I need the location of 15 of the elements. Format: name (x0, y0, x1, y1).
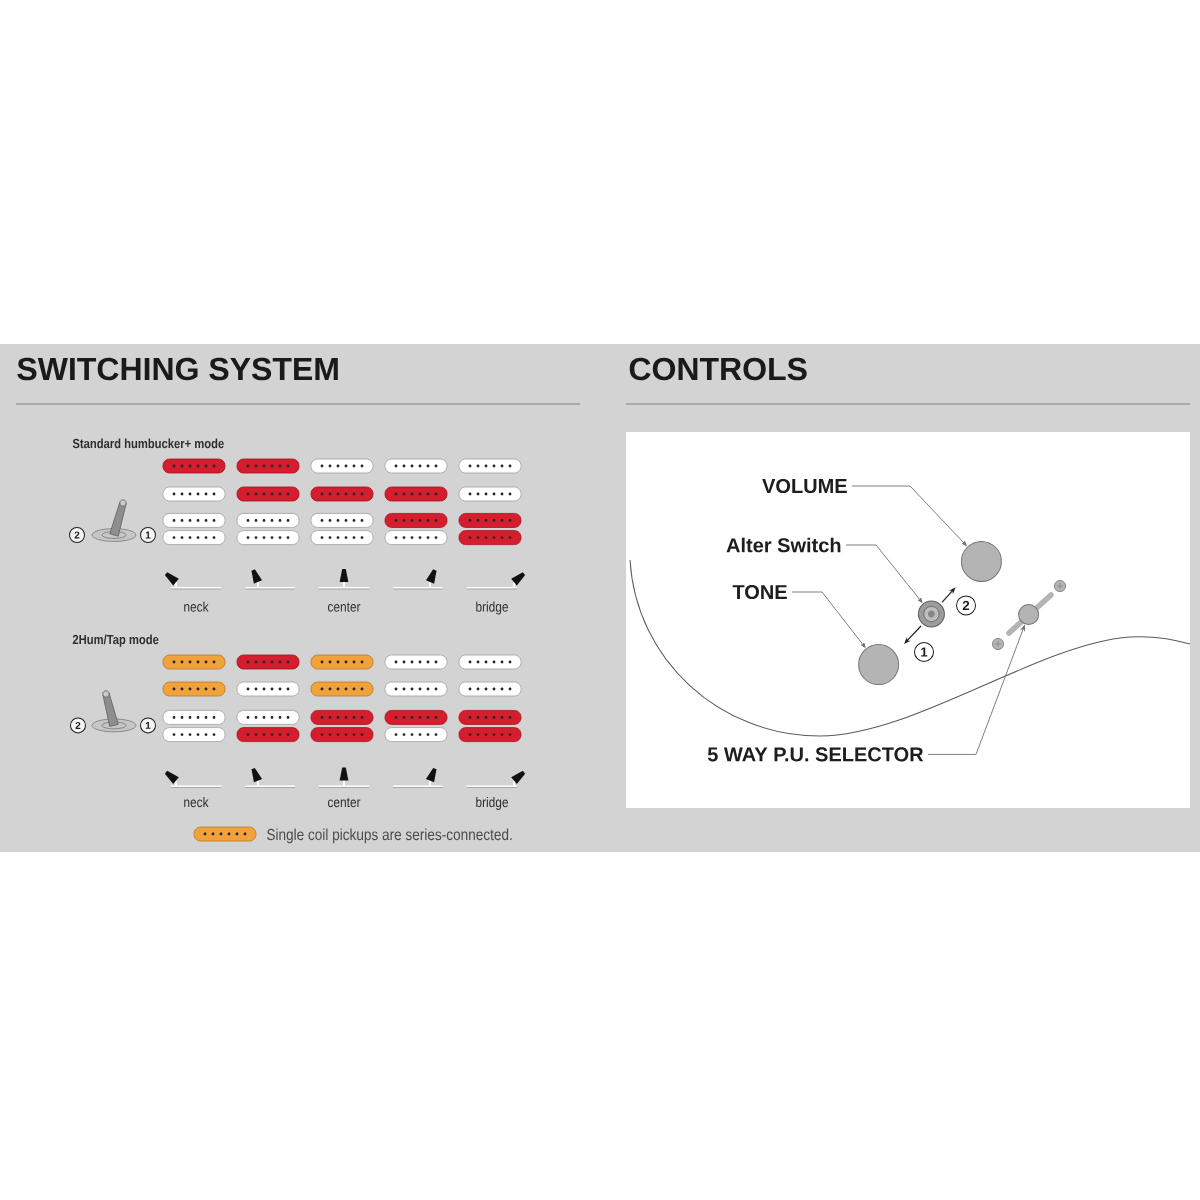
part-label: Alter Switch (726, 537, 841, 553)
leader-line (791, 591, 866, 648)
knob (960, 540, 1002, 582)
leader-line (845, 544, 923, 603)
legend-text: Single coil pickups are series-connected. (267, 828, 512, 844)
part-label: 5 WAY P.U. SELECTOR (707, 747, 924, 762)
section-heading: SWITCHING SYSTEM (17, 357, 338, 381)
part-label: VOLUME (762, 478, 847, 494)
knob (858, 644, 900, 686)
part-label: TONE (732, 584, 787, 600)
leader-line (927, 625, 1025, 755)
toggle-switch (917, 600, 945, 628)
section-heading: CONTROLS (629, 357, 807, 381)
selector-knob (1018, 604, 1040, 626)
leader-line (851, 485, 967, 547)
